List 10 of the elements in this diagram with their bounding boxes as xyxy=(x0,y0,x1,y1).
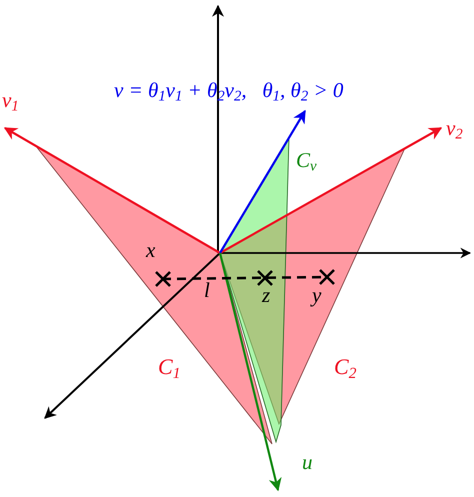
vector-label: v$_{2}$ xyxy=(446,118,463,142)
cone-label: C$_{1}$ xyxy=(158,356,180,382)
point-label: y xyxy=(312,285,322,306)
point-label: z xyxy=(262,285,270,306)
cone-label: C$_{v}$ xyxy=(296,150,317,174)
point-label: x xyxy=(146,240,156,261)
line-label: l xyxy=(204,280,210,301)
vector-label: u xyxy=(302,452,312,473)
cone-label: C$_{2}$ xyxy=(334,356,356,382)
vector-label: v$_{1}$ xyxy=(2,90,19,114)
